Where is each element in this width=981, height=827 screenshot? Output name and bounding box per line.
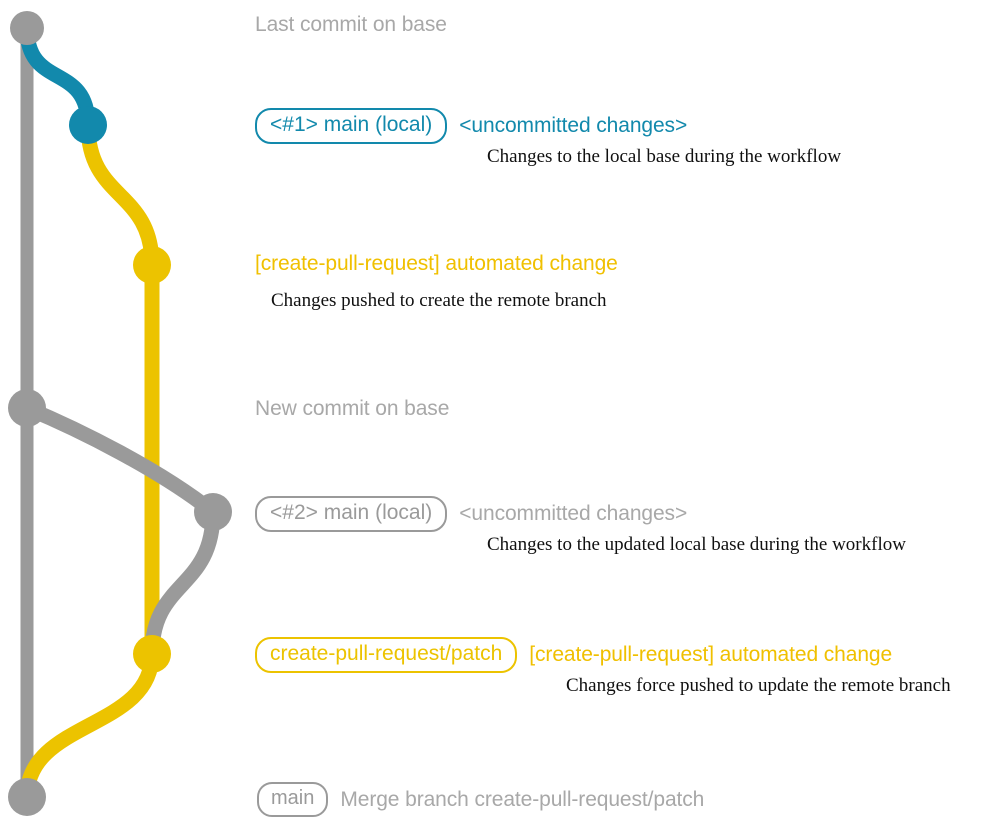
row-last-commit-on-base: Last commit on base xyxy=(255,13,447,36)
commit-message: New commit on base xyxy=(255,397,450,420)
branch-label-pill[interactable]: <#1> main (local) xyxy=(255,108,448,145)
branch-label-pill[interactable]: create-pull-request/patch xyxy=(255,637,518,674)
commit-message: <uncommitted changes> xyxy=(459,114,688,138)
row-merge-commit: main Merge branch create-pull-request/pat… xyxy=(257,782,704,817)
commit-description: Changes to the local base during the wor… xyxy=(487,146,842,167)
row-new-commit-on-base: New commit on base xyxy=(255,397,449,420)
graph-nodes-layer xyxy=(8,11,232,816)
branch-label-pill[interactable]: <#2> main (local) xyxy=(255,496,448,533)
row-automated-change-2: create-pull-request/patch [create-pull-re… xyxy=(255,637,893,674)
commit-message: Merge branch create-pull-request/patch xyxy=(340,787,705,811)
commit-message: [create-pull-request] automated change xyxy=(255,252,618,275)
commit-description: Changes force pushed to update the remot… xyxy=(566,675,951,696)
commit-node-base-new[interactable] xyxy=(8,389,46,427)
edge-local-2-to-patch-2 xyxy=(144,504,221,662)
commit-node-patch-2[interactable] xyxy=(133,635,171,673)
commit-message: [create-pull-request] automated change xyxy=(529,643,893,667)
row-automated-change-1: [create-pull-request] automated change xyxy=(255,252,618,275)
commit-message: Last commit on base xyxy=(255,13,447,36)
commit-description: Changes to the updated local base during… xyxy=(487,534,906,555)
commit-node-local-1[interactable] xyxy=(69,106,107,144)
commit-node-base-last[interactable] xyxy=(10,11,44,45)
graph-edges-layer xyxy=(19,20,221,805)
edge-base-new-to-local-2 xyxy=(19,400,221,520)
commit-message: <uncommitted changes> xyxy=(459,502,688,526)
edge-local-1-to-patch-1 xyxy=(80,117,160,273)
commit-description: Changes pushed to create the remote bran… xyxy=(271,290,607,311)
commit-node-base-merge[interactable] xyxy=(8,778,46,816)
row-local-change-2: <#2> main (local) <uncommitted changes> xyxy=(255,496,688,533)
branch-label-pill[interactable]: main xyxy=(257,782,329,817)
commit-node-local-2[interactable] xyxy=(194,493,232,531)
edge-patch-2-to-merge xyxy=(19,646,160,805)
row-local-change-1: <#1> main (local) <uncommitted changes> xyxy=(255,108,688,145)
commit-node-patch-1[interactable] xyxy=(133,246,171,284)
